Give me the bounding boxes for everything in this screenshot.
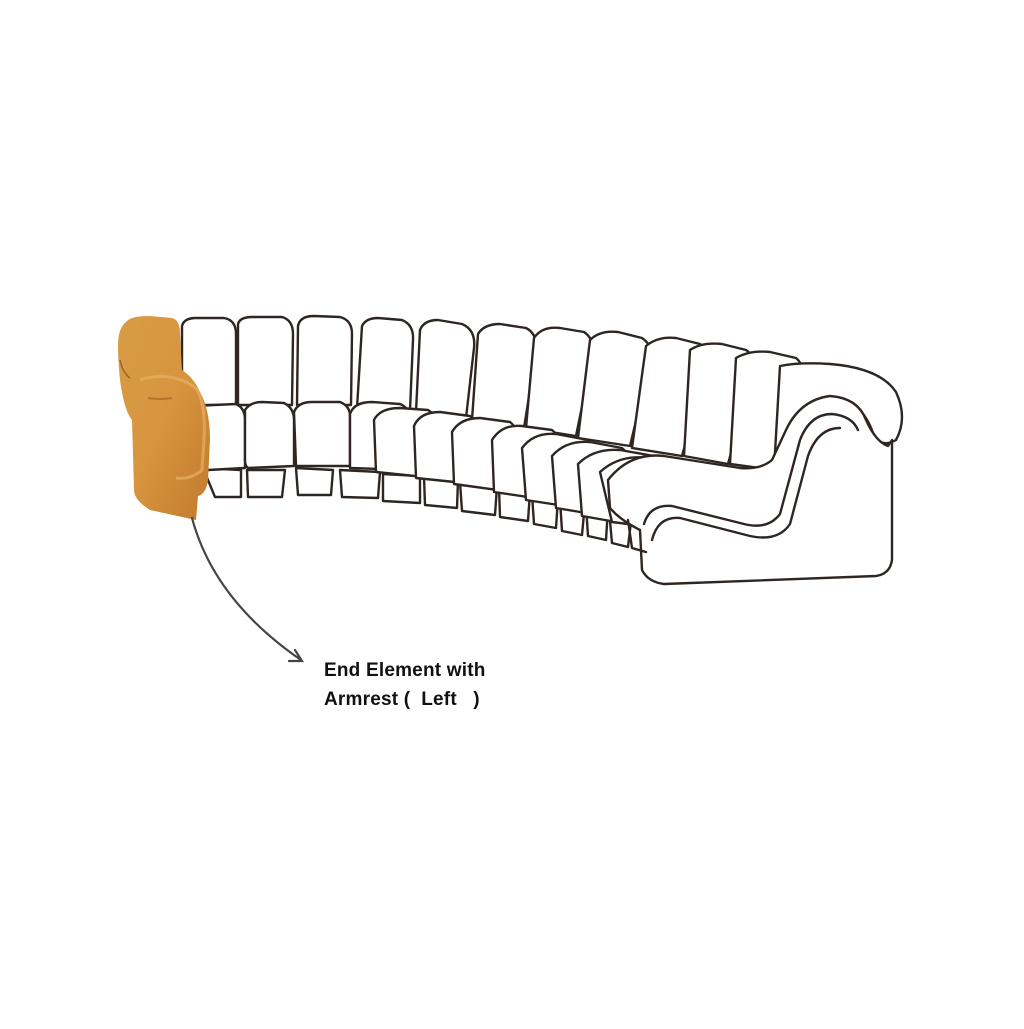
sofa-outline-segments	[180, 314, 904, 586]
annotation-arrow	[190, 516, 305, 663]
sofa-backrests	[180, 314, 904, 482]
label-line-1: End Element with	[324, 660, 486, 681]
end-element-label: End Element with Armrest ( Left )	[324, 656, 486, 714]
label-line-2: Armrest ( Left )	[324, 689, 480, 710]
left-end-element-highlighted	[118, 316, 210, 520]
sofa-right-end-element	[606, 394, 894, 586]
